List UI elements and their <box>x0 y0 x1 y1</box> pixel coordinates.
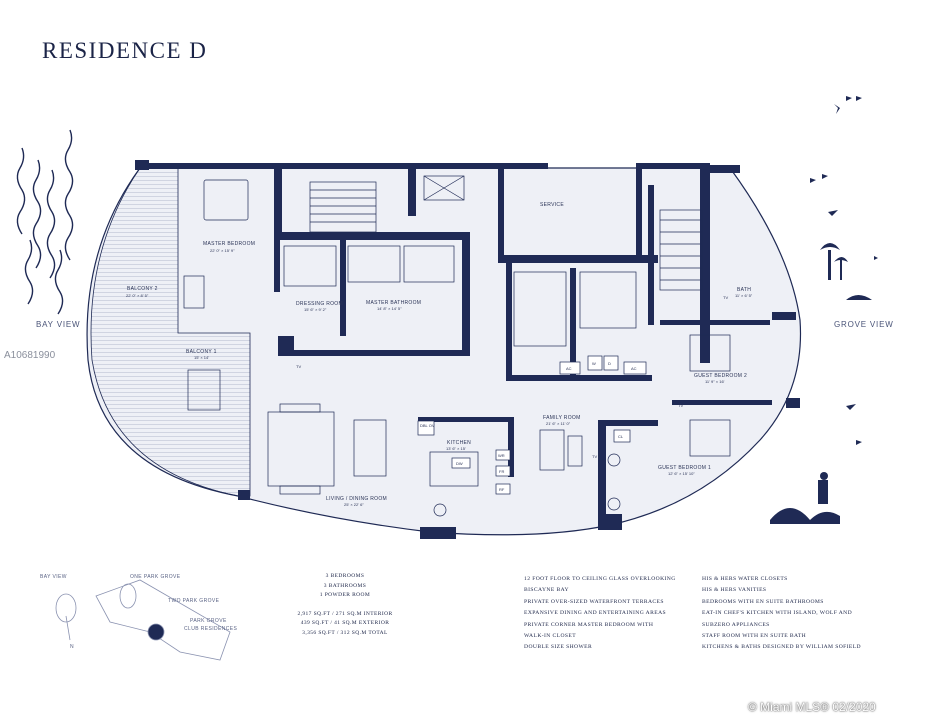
features-left: 12 FOOT FLOOR TO CEILING GLASS OVERLOOKI… <box>524 574 676 654</box>
balcony-2-dim: 22' 0" × 8' 5" <box>126 293 149 298</box>
furniture <box>183 179 731 517</box>
site-bay-view: BAY VIEW <box>40 574 67 580</box>
feature-item: STAFF ROOM WITH EN SUITE BATH <box>702 633 807 640</box>
site-plan <box>55 579 231 661</box>
feature-item: HIS & HERS WATER CLOSETS <box>702 576 788 582</box>
balcony-area <box>90 167 251 497</box>
birds-illustration <box>810 96 878 445</box>
feature-item: KITCHENS & BATHS DESIGNED BY WILLIAM SOF… <box>702 644 861 651</box>
family-room-dim: 21' 6" × 11' 0" <box>546 421 571 426</box>
bath-name: BATH <box>737 287 751 293</box>
fr-label: FR <box>499 469 504 474</box>
palm-illustration <box>770 243 872 524</box>
stat-total: 3,356 SQ.FT / 312 SQ.M TOTAL <box>302 629 388 636</box>
kitchen-dim: 13' 6" × 15' <box>446 446 466 451</box>
wr-label: WR <box>498 453 505 458</box>
grove-view-label: GROVE VIEW <box>834 320 894 329</box>
dbl-ov-label: DBL OV <box>420 423 435 428</box>
walls <box>135 160 800 539</box>
bath-dim: 11' × 6' 5" <box>735 293 753 298</box>
dw-label: DW <box>456 461 463 466</box>
site-park-grove: PARK GROVE <box>190 618 227 624</box>
water-ripples <box>16 129 74 315</box>
cl-label: CL <box>618 434 624 439</box>
master-bedroom-name: MASTER BEDROOM <box>203 241 255 247</box>
feature-item: PRIVATE OVER-SIZED WATERFRONT TERRACES <box>524 598 664 605</box>
stat-interior: 2,917 SQ.FT / 271 SQ.M INTERIOR <box>297 610 393 617</box>
guest-bedroom-2-dim: 11' 9" × 16' <box>705 379 725 384</box>
living-dining-dim: 25' × 22' 6" <box>344 502 364 507</box>
balcony-2-name: BALCONY 2 <box>127 286 158 292</box>
feature-item: DOUBLE SIZE SHOWER <box>524 644 593 651</box>
ac-label-2: AC <box>631 366 637 371</box>
guest-bedroom-1-name: GUEST BEDROOM 1 <box>658 465 711 471</box>
w-label: W <box>592 361 596 366</box>
master-bedroom-dim: 22' 0" × 15' 9" <box>210 248 235 253</box>
ac-label-1: AC <box>566 366 572 371</box>
site-north: N <box>70 644 74 650</box>
stat-bathrooms: 3 BATHROOMS <box>323 582 367 589</box>
balcony-1-dim: 15' × 14' <box>194 355 209 360</box>
page-title: RESIDENCE D <box>42 38 208 63</box>
feature-item: BEDROOMS WITH EN SUITE BATHROOMS <box>702 598 824 605</box>
service-name: SERVICE <box>540 202 564 208</box>
dressing-room-dim: 15' 6" × 9' 2" <box>304 307 327 312</box>
guest-bedroom-2-name: GUEST BEDROOM 2 <box>694 373 747 379</box>
tv-label-1: TV <box>296 364 301 369</box>
mls-id: A10681990 <box>4 350 56 361</box>
site-club-residences: CLUB RESIDENCES <box>184 626 237 632</box>
master-bathroom-name: MASTER BATHROOM <box>366 300 421 306</box>
stat-bedrooms: 3 BEDROOMS <box>325 573 365 579</box>
mls-watermark: © Miami MLS® 02/2020 <box>748 700 876 714</box>
dressing-room-name: DRESSING ROOM <box>296 301 343 307</box>
guest-bedroom-1-dim: 12' 6" × 15' 10" <box>668 471 695 476</box>
bay-view-label: BAY VIEW <box>36 320 81 329</box>
tv-label-4: TV <box>678 403 683 408</box>
family-room-name: FAMILY ROOM <box>543 415 581 421</box>
site-two-park-grove: TWO PARK GROVE <box>168 598 220 604</box>
kitchen-name: KITCHEN <box>447 440 471 446</box>
rf-label: RF <box>499 487 505 492</box>
feature-item: EAT-IN CHEF'S KITCHEN WITH ISLAND, WOLF … <box>702 610 853 628</box>
stat-exterior: 439 SQ.FT / 41 SQ.M EXTERIOR <box>300 620 390 626</box>
tv-label-3: TV <box>723 295 728 300</box>
site-one-park-grove: ONE PARK GROVE <box>130 574 181 580</box>
balcony-1-name: BALCONY 1 <box>186 349 217 355</box>
feature-item: EXPANSIVE DINING AND ENTERTAINING AREAS <box>524 610 667 617</box>
feature-item: 12 FOOT FLOOR TO CEILING GLASS OVERLOOKI… <box>524 576 676 594</box>
feature-item: PRIVATE CORNER MASTER BEDROOM WITH WALK-… <box>524 621 654 640</box>
living-dining-name: LIVING / DINING ROOM <box>326 496 387 502</box>
stat-powder: 1 POWDER ROOM <box>319 592 371 598</box>
tv-label-2: TV <box>592 454 597 459</box>
d-label: D <box>608 361 611 366</box>
feature-item: HIS & HERS VANITIES <box>702 587 767 594</box>
master-bathroom-dim: 14' 8" × 14' 5" <box>377 306 402 311</box>
unit-stats: 3 BEDROOMS 3 BATHROOMS 1 POWDER ROOM 2,9… <box>270 572 420 638</box>
features-right: HIS & HERS WATER CLOSETS HIS & HERS VANI… <box>702 574 861 654</box>
